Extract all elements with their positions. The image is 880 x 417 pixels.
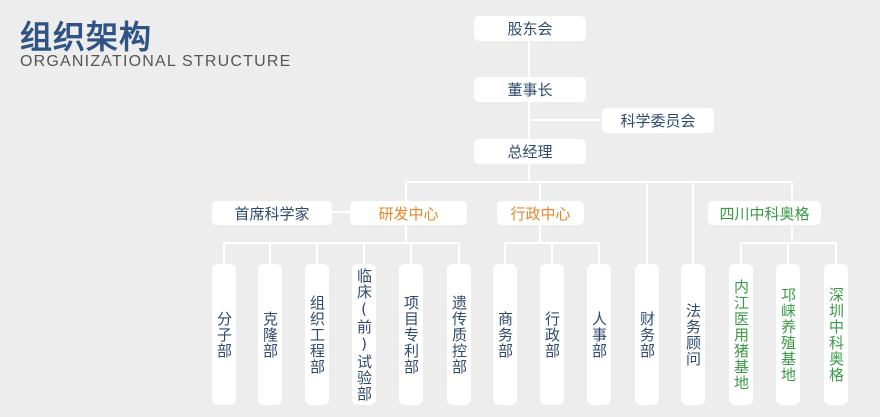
dept-shenzhen: 深圳中科奥格 bbox=[824, 264, 848, 405]
admin-center-box: 行政中心 bbox=[497, 201, 584, 225]
dept-finance: 财务部 bbox=[635, 264, 659, 405]
page-subtitle: ORGANIZATIONAL STRUCTURE bbox=[20, 53, 292, 70]
dept-neijiang-base: 内江医用猪基地 bbox=[729, 264, 753, 405]
general-manager-box: 总经理 bbox=[474, 139, 586, 164]
dept-business: 商务部 bbox=[493, 264, 517, 405]
chairman-box: 董事长 bbox=[474, 77, 586, 102]
dept-administration: 行政部 bbox=[540, 264, 564, 405]
rd-center-box: 研发中心 bbox=[350, 201, 467, 225]
dept-legal: 法务顾问 bbox=[681, 264, 705, 405]
science-committee-box: 科学委员会 bbox=[602, 108, 714, 133]
dept-project-patent: 项目专利部 bbox=[399, 264, 423, 405]
dept-hr: 人事部 bbox=[587, 264, 611, 405]
page-title: 组织架构 bbox=[20, 18, 153, 56]
dept-clinical-trials: 临床(前)试验部 bbox=[352, 264, 376, 405]
shareholders-box: 股东会 bbox=[474, 16, 586, 41]
dept-qionglai-base: 邛崃养殖基地 bbox=[776, 264, 800, 405]
dept-tissue-engineering: 组织工程部 bbox=[305, 264, 329, 405]
dept-genetic-qc: 遗传质控部 bbox=[447, 264, 471, 405]
chief-scientist-box: 首席科学家 bbox=[212, 201, 332, 225]
sichuan-box: 四川中科奥格 bbox=[708, 201, 821, 225]
dept-molecular: 分子部 bbox=[212, 264, 236, 405]
dept-cloning: 克隆部 bbox=[258, 264, 282, 405]
